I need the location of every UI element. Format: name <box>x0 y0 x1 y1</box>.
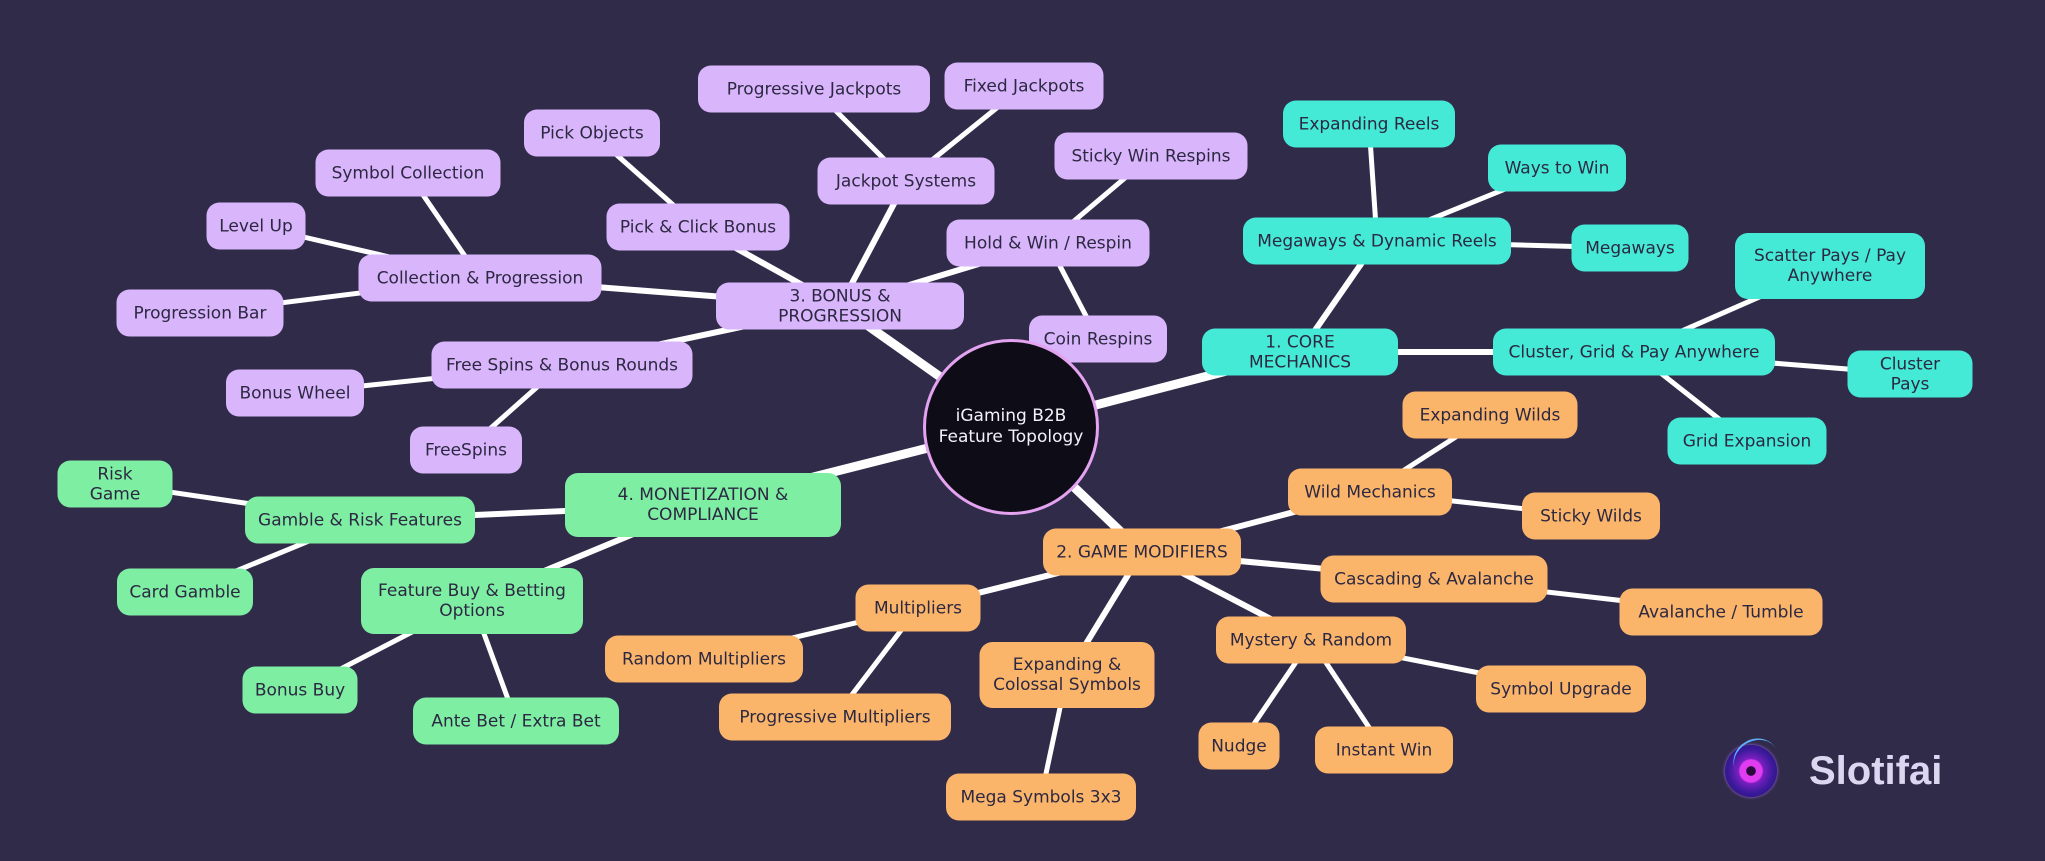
slotifai-logo-icon <box>1725 745 1777 797</box>
node-label: Cascading & Avalanche <box>1334 569 1534 589</box>
topic-node-instant-win[interactable]: Instant Win <box>1315 726 1453 774</box>
node-label: Instant Win <box>1335 740 1433 760</box>
node-label: Fixed Jackpots <box>963 76 1085 96</box>
node-label: Cluster, Grid & Pay Anywhere <box>1508 342 1760 362</box>
topic-node-cluster-grid-pay-anywhere[interactable]: Cluster, Grid & Pay Anywhere <box>1493 328 1775 376</box>
topic-node-progression-bar[interactable]: Progression Bar <box>116 289 284 337</box>
topic-node-progressive-multipliers[interactable]: Progressive Multipliers <box>719 693 951 741</box>
topic-node-expanding-colossal-symbols[interactable]: Expanding & Colossal Symbols <box>979 642 1155 708</box>
node-label: Sticky Wilds <box>1540 506 1642 526</box>
branch-node-4-monetization-compliance[interactable]: 4. MONETIZATION & COMPLIANCE <box>565 473 841 537</box>
node-label: Risk Game <box>89 464 141 504</box>
brand-name: Slotifai <box>1809 748 1943 793</box>
node-label: Pick & Click Bonus <box>619 217 777 237</box>
central-topic-node[interactable]: iGaming B2B Feature Topology <box>923 339 1099 515</box>
topic-node-ways-to-win[interactable]: Ways to Win <box>1488 144 1626 192</box>
node-label: Ante Bet / Extra Bet <box>431 711 601 731</box>
node-label: Mystery & Random <box>1229 630 1393 650</box>
node-label: Megaways & Dynamic Reels <box>1257 231 1497 251</box>
branch-node-3-bonus-progression[interactable]: 3. BONUS & PROGRESSION <box>716 282 964 330</box>
node-label: Progressive Jackpots <box>726 79 902 99</box>
node-label: Progression Bar <box>133 303 267 323</box>
topic-node-fixed-jackpots[interactable]: Fixed Jackpots <box>944 62 1104 110</box>
node-label: Ways to Win <box>1504 158 1610 178</box>
topic-node-bonus-wheel[interactable]: Bonus Wheel <box>226 369 364 417</box>
topic-node-multipliers[interactable]: Multipliers <box>855 584 981 632</box>
topic-node-nudge[interactable]: Nudge <box>1198 722 1280 770</box>
topic-node-symbol-upgrade[interactable]: Symbol Upgrade <box>1476 665 1646 713</box>
node-label: Mega Symbols 3x3 <box>960 787 1122 807</box>
topic-node-scatter-pays-pay-anywhere[interactable]: Scatter Pays / Pay Anywhere <box>1735 233 1925 299</box>
topic-node-random-multipliers[interactable]: Random Multipliers <box>605 635 803 683</box>
topic-node-gamble-risk-features[interactable]: Gamble & Risk Features <box>245 496 475 544</box>
node-label: Symbol Collection <box>331 163 485 183</box>
node-label: Megaways <box>1585 238 1675 258</box>
topic-node-progressive-jackpots[interactable]: Progressive Jackpots <box>698 65 930 113</box>
topic-node-megaways-dynamic-reels[interactable]: Megaways & Dynamic Reels <box>1243 217 1511 265</box>
topic-node-expanding-wilds[interactable]: Expanding Wilds <box>1402 391 1578 439</box>
node-label: Symbol Upgrade <box>1490 679 1632 699</box>
topic-node-mystery-random[interactable]: Mystery & Random <box>1216 616 1406 664</box>
topic-node-wild-mechanics[interactable]: Wild Mechanics <box>1288 468 1452 516</box>
brand-logo: Slotifai <box>1725 745 1942 797</box>
branch-node-2-game-modifiers[interactable]: 2. GAME MODIFIERS <box>1043 528 1241 576</box>
node-label: Free Spins & Bonus Rounds <box>446 355 678 375</box>
topic-node-jackpot-systems[interactable]: Jackpot Systems <box>817 157 995 205</box>
node-label: Cluster Pays <box>1879 354 1941 394</box>
topic-node-collection-progression[interactable]: Collection & Progression <box>358 254 602 302</box>
topic-node-sticky-wilds[interactable]: Sticky Wilds <box>1522 492 1660 540</box>
node-label: 1. CORE MECHANICS <box>1248 332 1352 372</box>
node-label: Grid Expansion <box>1682 431 1812 451</box>
node-label: Sticky Win Respins <box>1071 146 1231 166</box>
node-label: Feature Buy & Betting Options <box>378 581 566 621</box>
node-label: Pick Objects <box>540 123 644 143</box>
topic-node-cluster-pays[interactable]: Cluster Pays <box>1847 350 1973 398</box>
topic-node-level-up[interactable]: Level Up <box>206 202 306 250</box>
node-label: 4. MONETIZATION & COMPLIANCE <box>617 485 789 525</box>
topic-node-expanding-reels[interactable]: Expanding Reels <box>1283 100 1455 148</box>
node-label: Level Up <box>219 216 293 236</box>
node-label: Gamble & Risk Features <box>258 510 462 530</box>
node-label: 2. GAME MODIFIERS <box>1056 542 1228 562</box>
topic-node-grid-expansion[interactable]: Grid Expansion <box>1667 417 1827 465</box>
node-label: Jackpot Systems <box>835 171 977 191</box>
topic-node-card-gamble[interactable]: Card Gamble <box>117 568 253 616</box>
topic-node-hold-win-respin[interactable]: Hold & Win / Respin <box>946 219 1150 267</box>
node-label: Expanding Reels <box>1298 114 1440 134</box>
topic-node-pick-objects[interactable]: Pick Objects <box>524 109 660 157</box>
node-label: Multipliers <box>873 598 963 618</box>
topic-node-feature-buy-betting-options[interactable]: Feature Buy & Betting Options <box>361 568 583 634</box>
topic-node-symbol-collection[interactable]: Symbol Collection <box>315 149 501 197</box>
node-label: Card Gamble <box>129 582 241 602</box>
node-label: Wild Mechanics <box>1304 482 1436 502</box>
topic-node-freespins[interactable]: FreeSpins <box>410 426 522 474</box>
node-label: Collection & Progression <box>376 268 584 288</box>
node-label: Expanding Wilds <box>1419 405 1561 425</box>
topic-node-mega-symbols-3x3[interactable]: Mega Symbols 3x3 <box>946 773 1136 821</box>
node-label: FreeSpins <box>424 440 507 460</box>
node-label: Avalanche / Tumble <box>1638 602 1804 622</box>
topic-node-bonus-buy[interactable]: Bonus Buy <box>242 666 358 714</box>
node-label: Scatter Pays / Pay Anywhere <box>1753 246 1907 286</box>
node-label: 3. BONUS & PROGRESSION <box>778 286 902 326</box>
node-label: Bonus Buy <box>254 680 346 700</box>
topic-node-free-spins-bonus-rounds[interactable]: Free Spins & Bonus Rounds <box>431 341 693 389</box>
node-label: Expanding & Colossal Symbols <box>993 655 1141 695</box>
topic-node-cascading-avalanche[interactable]: Cascading & Avalanche <box>1320 555 1548 603</box>
topic-node-avalanche-tumble[interactable]: Avalanche / Tumble <box>1619 588 1823 636</box>
topic-node-megaways[interactable]: Megaways <box>1571 224 1689 272</box>
node-label: Hold & Win / Respin <box>964 233 1132 253</box>
node-label: Progressive Multipliers <box>739 707 931 727</box>
node-label: Bonus Wheel <box>239 383 351 403</box>
topic-node-sticky-win-respins[interactable]: Sticky Win Respins <box>1054 132 1248 180</box>
topic-node-risk-game[interactable]: Risk Game <box>57 460 173 508</box>
node-label: Coin Respins <box>1043 329 1153 349</box>
topic-node-pick-click-bonus[interactable]: Pick & Click Bonus <box>606 203 790 251</box>
topic-node-ante-bet-extra-bet[interactable]: Ante Bet / Extra Bet <box>413 697 619 745</box>
branch-node-1-core-mechanics[interactable]: 1. CORE MECHANICS <box>1202 328 1398 376</box>
node-label: Random Multipliers <box>622 649 786 669</box>
node-label: Nudge <box>1211 736 1267 756</box>
central-topic-label: iGaming B2B Feature Topology <box>938 406 1084 447</box>
